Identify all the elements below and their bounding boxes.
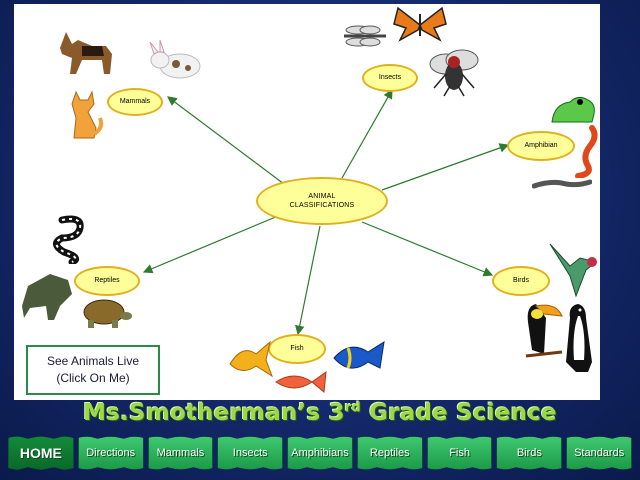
node-reptiles[interactable]: Reptiles bbox=[74, 266, 140, 296]
node-mammals-label: Mammals bbox=[119, 98, 151, 106]
red-fish-icon bbox=[275, 370, 327, 393]
nav-home[interactable]: HOME bbox=[8, 436, 74, 470]
hummingbird-icon bbox=[549, 243, 598, 298]
fly-icon bbox=[429, 49, 479, 97]
arrow-to-amphibian bbox=[381, 143, 510, 191]
nav-reptiles[interactable]: Reptiles bbox=[356, 436, 423, 470]
arrow-to-insects bbox=[341, 88, 393, 179]
turtle-icon bbox=[83, 299, 132, 328]
arrow-to-reptiles bbox=[142, 215, 279, 274]
arrow-to-fish bbox=[294, 225, 321, 336]
live-link-line-2: (Click On Me) bbox=[56, 371, 130, 385]
title-rest: Grade Science bbox=[360, 400, 557, 426]
node-fish-label: Fish bbox=[290, 345, 304, 353]
nav-birds[interactable]: Birds bbox=[496, 436, 563, 470]
alligator-icon bbox=[22, 274, 72, 320]
node-insects[interactable]: Insects bbox=[362, 64, 418, 92]
nav-standards[interactable]: Standards bbox=[566, 436, 633, 470]
rabbit-icon bbox=[149, 40, 201, 79]
center-node: ANIMAL CLASSIFICATIONS bbox=[256, 177, 388, 225]
page-title: Ms.Smotherman’s 3rd Grade Science bbox=[0, 400, 640, 430]
nav-amphibians[interactable]: Amphibians bbox=[287, 436, 353, 470]
arrow-to-birds bbox=[361, 221, 494, 277]
nav-directions[interactable]: Directions bbox=[77, 436, 144, 470]
node-mammals[interactable]: Mammals bbox=[107, 88, 163, 116]
goldfish-icon bbox=[229, 340, 273, 378]
node-birds-label: Birds bbox=[513, 277, 529, 285]
nav-insects[interactable]: Insects bbox=[217, 436, 284, 470]
newt-icon bbox=[532, 179, 592, 189]
toucan-icon bbox=[525, 304, 563, 358]
node-amphibian-label: Amphibian bbox=[524, 142, 558, 150]
title-main: Ms.Smotherman’s 3 bbox=[83, 400, 345, 426]
concept-map-arrows bbox=[142, 88, 510, 336]
dragonfly-icon bbox=[344, 25, 386, 47]
cat-icon bbox=[71, 90, 104, 139]
arrow-to-mammals bbox=[167, 96, 285, 185]
live-link-line-1: See Animals Live bbox=[46, 353, 140, 368]
nav-fish[interactable]: Fish bbox=[426, 436, 493, 470]
nav-bar: HOME Directions Mammals Insects Amphibia… bbox=[8, 436, 633, 472]
butterfly-icon bbox=[393, 6, 447, 42]
penguin-icon bbox=[566, 304, 592, 372]
node-fish[interactable]: Fish bbox=[268, 334, 326, 364]
salamander-icon bbox=[575, 125, 598, 178]
center-line-1: ANIMAL bbox=[308, 192, 336, 200]
nav-mammals[interactable]: Mammals bbox=[147, 436, 214, 470]
center-line-2: CLASSIFICATIONS bbox=[289, 202, 355, 209]
frog-icon bbox=[551, 96, 595, 123]
node-birds[interactable]: Birds bbox=[492, 266, 550, 296]
node-amphibian[interactable]: Amphibian bbox=[507, 131, 575, 161]
snake-icon bbox=[53, 215, 84, 264]
node-reptiles-label: Reptiles bbox=[94, 277, 120, 285]
concept-map-canvas: ANIMAL CLASSIFICATIONS Mammals Insects Am… bbox=[14, 4, 600, 400]
title-sup: rd bbox=[344, 400, 361, 416]
node-insects-label: Insects bbox=[378, 74, 402, 82]
tropical-fish-icon bbox=[333, 340, 385, 369]
dog-icon bbox=[60, 32, 112, 74]
see-animals-live-link[interactable]: See Animals Live (Click On Me) bbox=[26, 345, 160, 395]
